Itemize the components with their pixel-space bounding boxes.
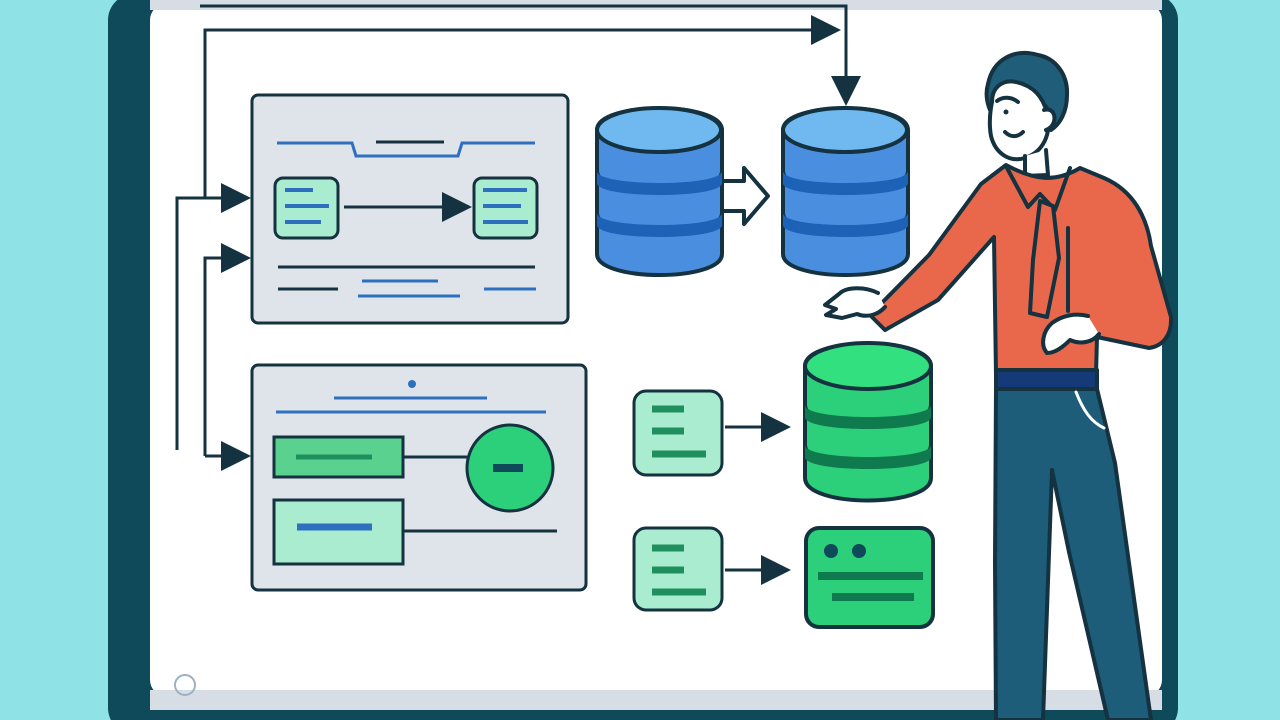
- source-data-card: [273, 176, 340, 240]
- presenter-right-hand: [1041, 312, 1101, 355]
- database-icon: [595, 106, 724, 277]
- presenter-smile: [1003, 130, 1025, 139]
- database-icon: [803, 341, 933, 503]
- presenter-collar: [1005, 166, 1072, 212]
- lower-process-panel: [250, 363, 588, 592]
- presenter-face: [987, 79, 1051, 162]
- presenter-person: [823, 50, 1174, 720]
- blue-database-group: [595, 106, 910, 277]
- presenter-tie: [1028, 199, 1061, 319]
- target-data-card: [472, 176, 539, 240]
- data-card-icon: [632, 526, 724, 612]
- board-bottom-rail: [150, 690, 1162, 710]
- presenter-pocket: [1074, 390, 1106, 430]
- upper-process-panel: [250, 93, 570, 325]
- presenter-ear: [1042, 107, 1057, 132]
- lower-input-card-2-dot: [300, 524, 306, 530]
- message-card-icon: [804, 526, 935, 629]
- left-secondary-line: [203, 243, 251, 456]
- lower-panel-dot-icon: [408, 380, 416, 388]
- presenter-brow: [995, 95, 1020, 104]
- upper-panel-header-line: [277, 141, 535, 158]
- database-transfer-arrow-icon: [724, 166, 770, 226]
- presenter-left-hand: [823, 286, 887, 320]
- green-storage-group: [632, 341, 935, 629]
- presenter-eye: [1003, 109, 1009, 115]
- database-icon: [781, 106, 910, 277]
- left-feed-line: [175, 183, 251, 450]
- data-card-icon: [632, 389, 724, 477]
- board-corner-button-icon: [174, 674, 196, 696]
- top-left-loop-line: [203, 15, 841, 198]
- lower-input-card-2: [272, 498, 405, 566]
- presenter-pants: [993, 387, 1153, 720]
- lower-input-card-1: [272, 435, 405, 479]
- connector-network: [175, 4, 861, 471]
- top-return-line: [200, 4, 861, 106]
